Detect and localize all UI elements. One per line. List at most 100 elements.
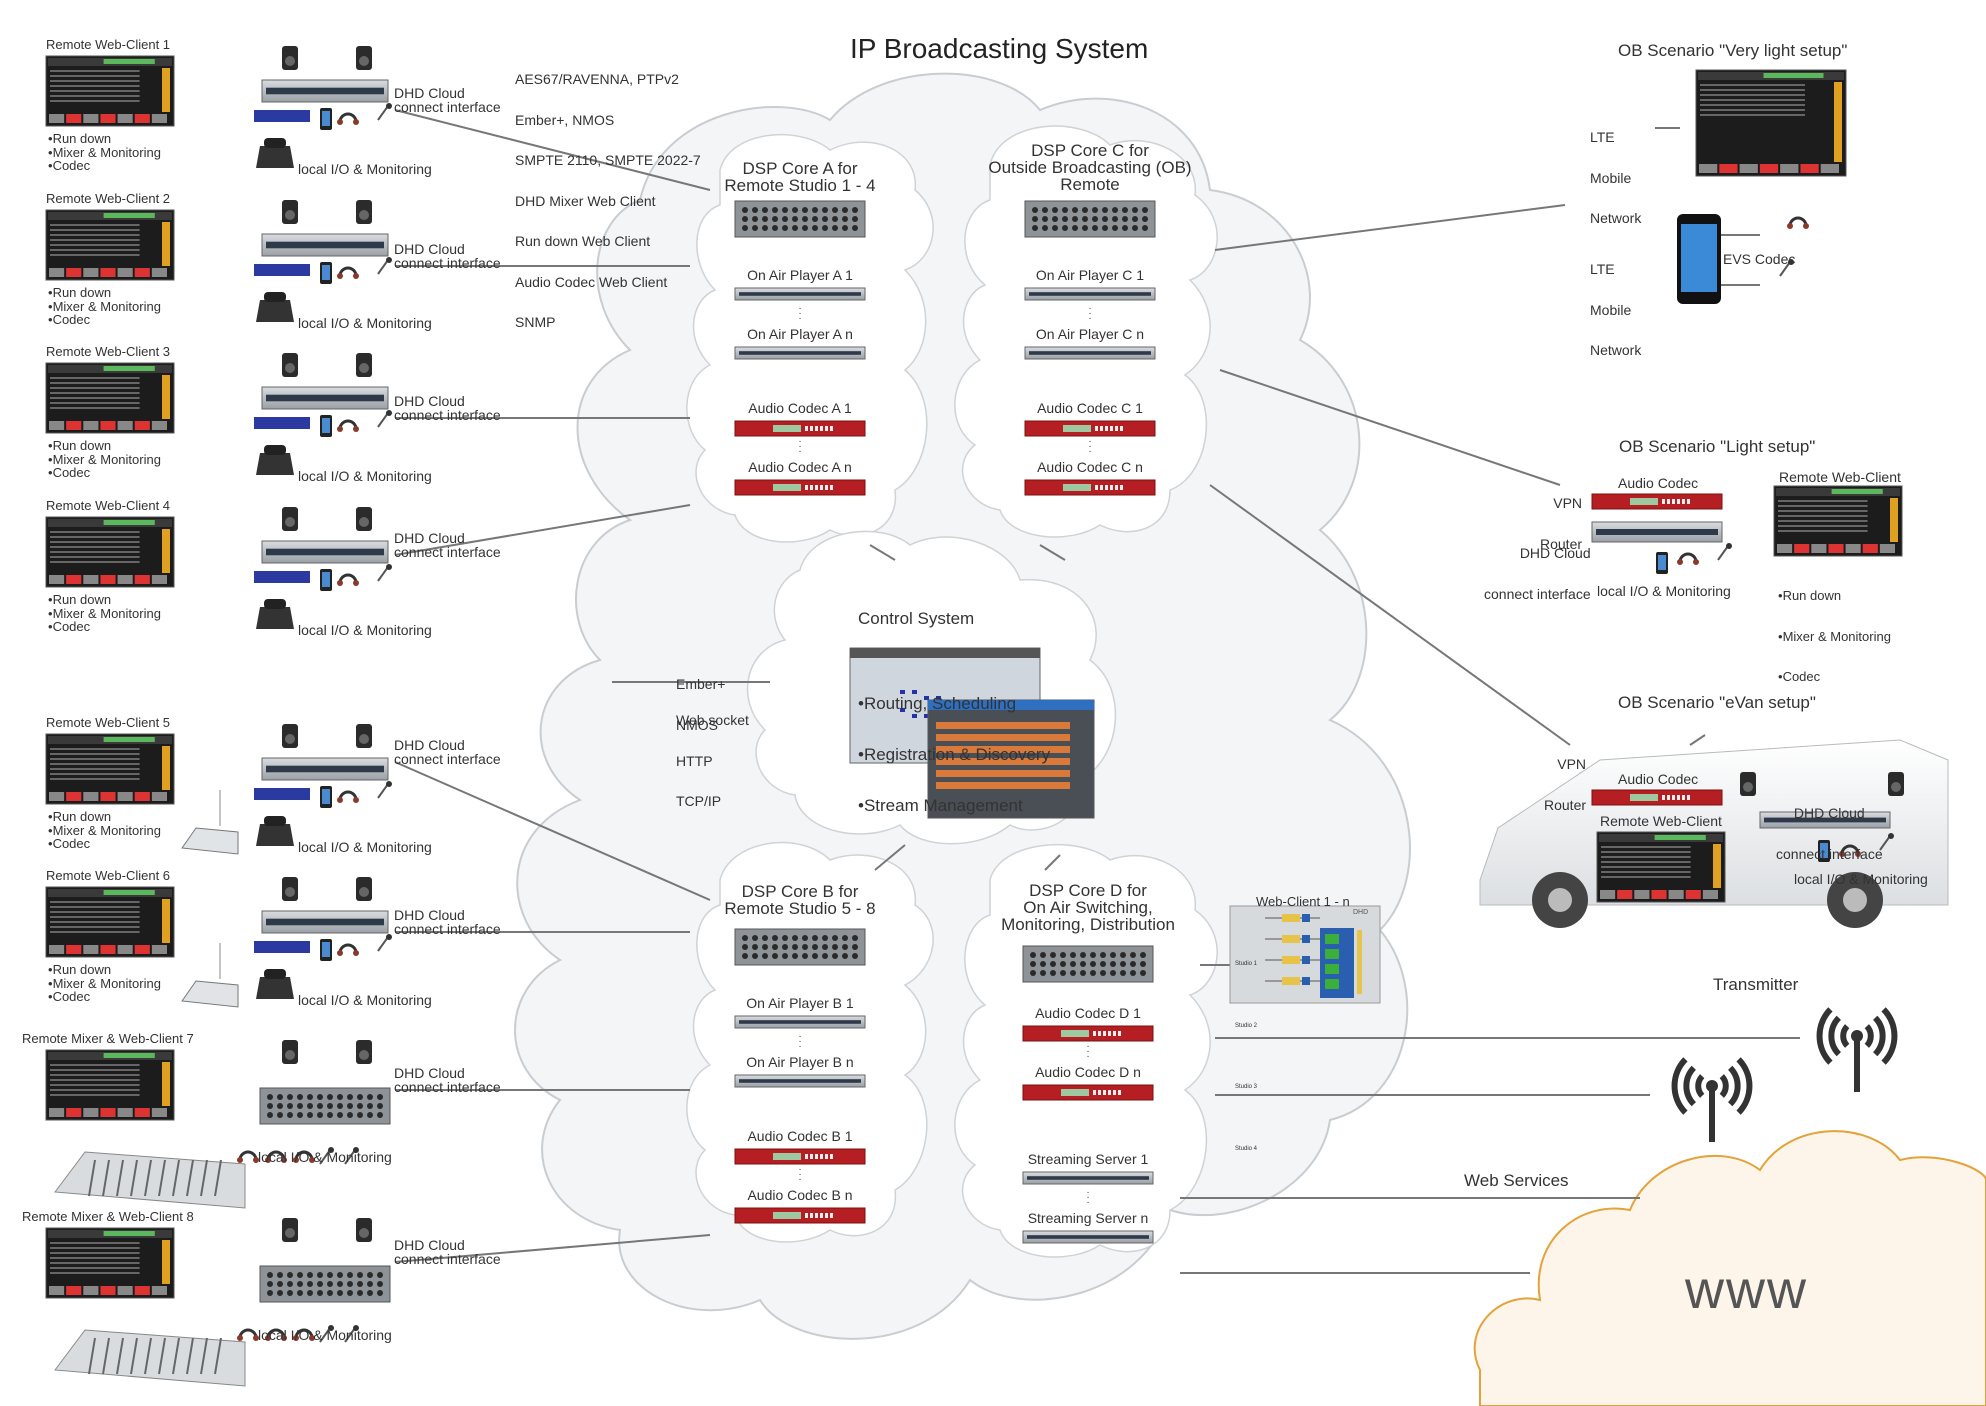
ctl-protocol: NMOS	[676, 716, 718, 733]
speaker-icon	[356, 1218, 372, 1242]
remote-client-features: Run downMixer & MonitoringCodec	[48, 810, 161, 851]
ob-evan-codec-label: Audio Codec	[1618, 771, 1699, 787]
headset-icon	[337, 419, 359, 432]
lte-line: LTE	[1590, 129, 1615, 145]
vpn-line: VPN	[1557, 756, 1587, 772]
server-unit	[734, 346, 866, 360]
device-label: On Air Player A 1	[747, 267, 853, 283]
feature-item: Run down	[48, 286, 161, 300]
remote-mixer-core	[259, 1087, 391, 1125]
iface-line: DHD Cloud	[1519, 545, 1591, 561]
audio-codec-unit	[1022, 1025, 1154, 1042]
cloud-connect-interface	[261, 79, 389, 103]
smartphone-icon	[320, 569, 332, 591]
speaker-icon	[282, 724, 298, 748]
smartphone-icon	[320, 262, 332, 284]
microphone-icon	[377, 257, 392, 275]
vpn-line: Router	[1544, 796, 1587, 813]
audio-codec-unit	[734, 1207, 866, 1224]
microphone-icon	[1779, 259, 1794, 277]
local-io-label: local I/O & Monitoring	[258, 1149, 392, 1165]
desktop-panel-icon	[181, 790, 239, 855]
vpn-router-label: VPN Router	[1544, 731, 1586, 826]
speaker-icon	[356, 200, 372, 224]
headset-icon	[1839, 844, 1861, 857]
protocol-list: AES67/RAVENNA, PTPv2 Ember+, NMOS SMPTE …	[515, 46, 701, 343]
device-label: Audio Codec A 1	[748, 400, 852, 416]
microphone-icon	[344, 1325, 359, 1343]
feature-item: Run down	[48, 593, 161, 607]
remote-client-screen	[45, 362, 175, 434]
headset-icon	[337, 790, 359, 803]
ob-evan-local-io: local I/O & Monitoring	[1794, 871, 1928, 887]
local-io-label: local I/O & Monitoring	[298, 468, 432, 484]
iface-line: DHD Cloud	[394, 393, 465, 409]
network-switch-icon	[254, 941, 310, 953]
microphone-icon	[344, 1147, 359, 1165]
headset-icon	[337, 112, 359, 125]
headset-icon	[293, 1150, 315, 1163]
iface-line: connect interface	[394, 544, 501, 560]
feature-item: Mixer & Monitoring	[48, 145, 161, 160]
lte-line: LTE	[1590, 261, 1615, 277]
protocol-line: AES67/RAVENNA, PTPv2	[515, 71, 679, 87]
smartphone-icon	[320, 415, 332, 437]
ctl-protocol: TCP/IP	[676, 793, 722, 809]
audio-codec-unit	[734, 479, 866, 496]
ob-evan-iface-label: DHD Cloud connect interface	[1776, 780, 1883, 875]
audio-codec-unit	[734, 420, 866, 437]
transmitter-label: Transmitter	[1713, 975, 1799, 994]
server-unit	[734, 1015, 866, 1029]
protocol-line: SMPTE 2110, SMPTE 2022-7	[515, 152, 701, 168]
remote-client-screen	[45, 1049, 175, 1121]
iface-line: DHD Cloud	[394, 907, 465, 923]
dsp-core-d-unit	[1022, 945, 1154, 983]
ob-light-title: OB Scenario "Light setup"	[1619, 437, 1816, 456]
evan-interface	[1759, 811, 1891, 829]
studio-label: Studio 2	[1235, 1022, 1258, 1029]
control-item: Stream Management	[858, 797, 1050, 814]
core-title-line: On Air Switching,	[1023, 898, 1153, 917]
ob-light-client-screen	[1773, 485, 1903, 557]
protocol-line: SNMP	[515, 314, 556, 330]
device-label: Audio Codec C 1	[1037, 400, 1143, 416]
www-label: www	[1685, 1260, 1808, 1320]
control-item: Routing, Scheduling	[858, 695, 1050, 712]
remote-client-features: Run downMixer & MonitoringCodec	[48, 439, 161, 480]
microphone-icon	[377, 410, 392, 428]
iface-line: DHD Cloud	[394, 1237, 465, 1253]
speaker-icon	[282, 507, 298, 531]
feature-item: Mixer & Monitoring	[48, 976, 161, 991]
speaker-icon	[356, 353, 372, 377]
ctl-protocols-a: Ember+ NMOS	[676, 651, 725, 746]
page-title: IP Broadcasting System	[850, 33, 1149, 64]
speaker-icon	[282, 1040, 298, 1064]
speaker-icon	[282, 353, 298, 377]
smartphone-icon	[1818, 840, 1830, 862]
speaker-icon	[356, 877, 372, 901]
iface-line: connect interface	[394, 1251, 501, 1267]
core-title-line: DSP Core B for	[741, 882, 859, 901]
desk-phone-icon	[256, 599, 294, 629]
iface-line: connect interface	[394, 99, 501, 115]
iface-line: DHD Cloud	[394, 530, 465, 546]
dsp-core-c-unit	[1024, 200, 1156, 238]
vpn-line: Router	[1540, 535, 1583, 552]
device-label: Audio Codec D 1	[1035, 1005, 1141, 1021]
feature-item: Codec	[48, 620, 161, 634]
core-title-line: Monitoring, Distribution	[1001, 915, 1175, 934]
transmitter-antenna-icon	[1816, 1007, 1898, 1092]
ob-light-interface	[1591, 521, 1723, 543]
cloud-connect-interface	[261, 540, 389, 564]
feature-item: Codec	[48, 313, 161, 327]
server-unit	[1022, 1230, 1154, 1244]
smartphone-icon	[1656, 552, 1668, 574]
remote-client-title: Remote Web-Client 4	[46, 498, 171, 513]
device-label: On Air Player B n	[746, 1054, 854, 1070]
smartphone-icon	[320, 939, 332, 961]
headset-icon	[337, 266, 359, 279]
iface-line: DHD Cloud	[394, 737, 465, 753]
ob-evan-client-title: Remote Web-Client	[1600, 813, 1722, 829]
